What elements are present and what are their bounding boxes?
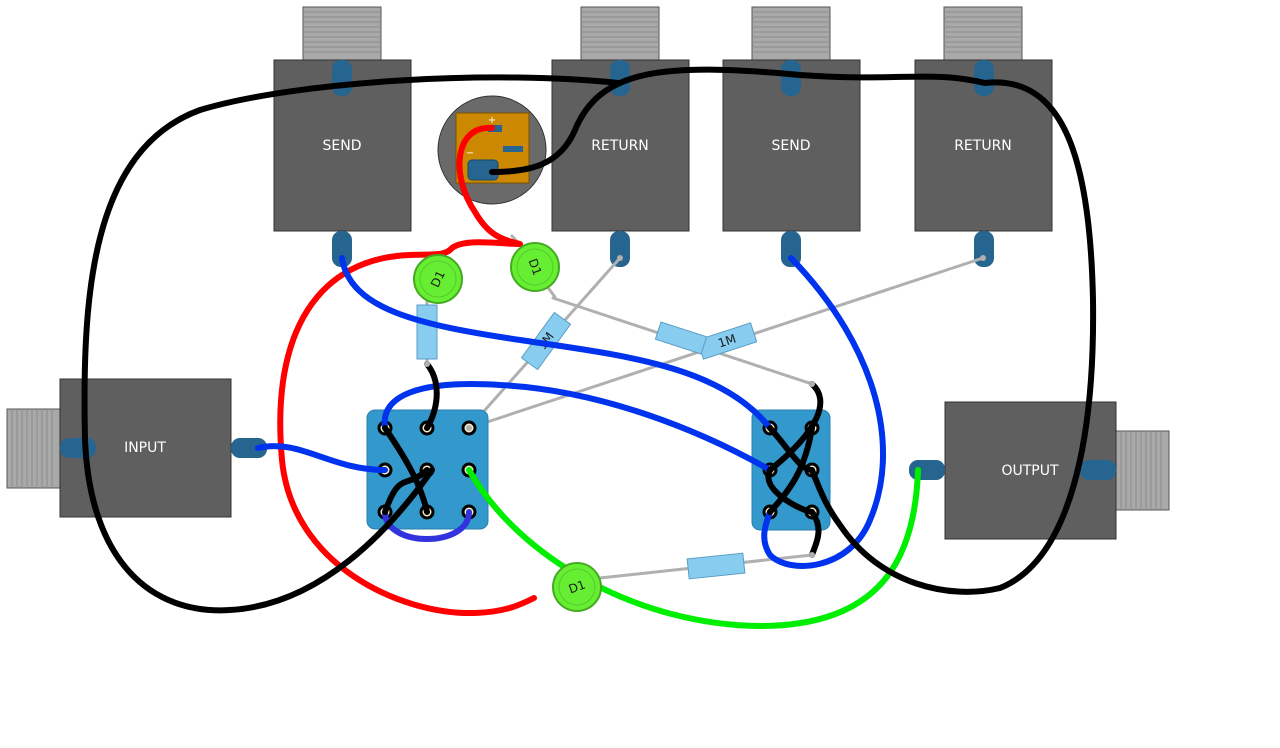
jack-lug-top xyxy=(974,60,994,96)
jack-output: OUTPUT xyxy=(909,401,1170,540)
wire-black-big-loop xyxy=(81,74,621,614)
jack-lug-bottom xyxy=(974,231,994,267)
jack-label: RETURN xyxy=(954,138,1012,154)
resistor-label: 1M xyxy=(716,332,737,351)
resistor-1m-b: 1M xyxy=(696,322,758,360)
jack-thread xyxy=(302,6,382,61)
dpdt-footswitch-icon xyxy=(751,409,831,531)
jack-send-a: SEND xyxy=(273,6,412,267)
dc-jack-lug-plus xyxy=(488,125,502,132)
resistor-body xyxy=(686,552,746,580)
led-d1-c: D1 xyxy=(552,562,602,612)
dc-jack-lug-side xyxy=(503,146,523,152)
resistor-body xyxy=(416,304,438,360)
dc-jack-minus-label: − xyxy=(466,148,474,159)
dc-jack-plus-label: + xyxy=(488,115,496,126)
led-body xyxy=(413,254,463,304)
dc-power-jack: + − xyxy=(437,95,547,205)
jack-input: INPUT xyxy=(6,378,267,518)
led-label: D1 xyxy=(526,257,545,278)
jack-return-b: RETURN xyxy=(914,6,1053,267)
wire-red xyxy=(277,124,537,617)
jack-lug-bottom xyxy=(610,231,630,267)
jack-send-b: SEND xyxy=(722,6,861,267)
solder-points xyxy=(424,255,986,558)
resistor-body xyxy=(654,321,708,355)
jack-label: INPUT xyxy=(124,440,166,456)
jack-lug-left xyxy=(60,438,96,458)
jack-label: SEND xyxy=(323,138,362,154)
led-d1-b: D1 xyxy=(510,242,560,292)
jack-lug-bottom xyxy=(332,231,352,267)
jack-lug-left xyxy=(909,460,945,480)
jack-lug-bottom xyxy=(781,231,801,267)
wire-blue-loop xyxy=(381,381,773,473)
wire-green xyxy=(466,467,921,630)
jack-label: RETURN xyxy=(591,138,649,154)
jack-thread xyxy=(6,408,61,489)
led-label: D1 xyxy=(428,268,448,289)
jack-thread xyxy=(943,6,1023,61)
jack-label: OUTPUT xyxy=(1001,463,1059,479)
resistor-e xyxy=(686,552,746,580)
led-body xyxy=(510,242,560,292)
wire-black-switch-b-lower xyxy=(767,425,815,515)
resistor-d xyxy=(416,304,438,360)
wire-black-switch-a-cross xyxy=(382,425,430,515)
wire-blue-send-b xyxy=(761,255,887,569)
jack-lug-top xyxy=(781,60,801,96)
jack-lug-right xyxy=(1080,460,1116,480)
wire-black-dc-ground xyxy=(489,66,1097,595)
jack-lug-top xyxy=(332,60,352,96)
jack-label: SEND xyxy=(772,138,811,154)
wire-black-resistor-d xyxy=(424,361,440,431)
led-label: D1 xyxy=(567,578,588,597)
jack-thread xyxy=(1115,430,1170,511)
led-d1-a: D1 xyxy=(413,254,463,304)
jack-return-a: RETURN xyxy=(551,6,690,267)
jack-thread xyxy=(580,6,660,61)
resistor-c xyxy=(654,321,708,355)
jack-lug-right xyxy=(231,438,267,458)
wire-blue-send-a xyxy=(339,255,773,431)
jack-thread xyxy=(751,6,831,61)
wire-blue-input xyxy=(255,443,388,473)
led-body xyxy=(552,562,602,612)
